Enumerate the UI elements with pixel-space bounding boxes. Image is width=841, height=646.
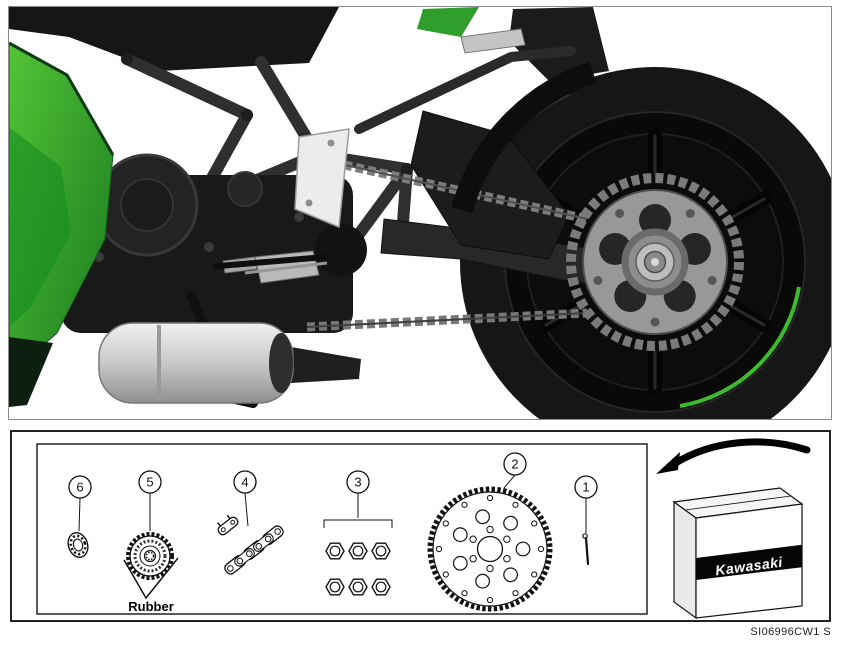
- green-fairing: [9, 41, 115, 407]
- brand-band: [696, 544, 802, 580]
- rider-footpeg-assembly: [200, 250, 328, 284]
- motorcycle-illustration-frame: [8, 6, 832, 420]
- callout-2-number: 2: [511, 457, 518, 472]
- callout-4: 4: [233, 470, 257, 527]
- callout-2: 2: [503, 452, 527, 489]
- callout-6: 6: [68, 475, 92, 532]
- callout-5: 5: [138, 470, 162, 531]
- part-rear-sprocket: [427, 486, 553, 612]
- part-engine-sprocket: [126, 532, 174, 580]
- figure-code: SI06996CW1 S: [750, 626, 831, 638]
- pillion-footpeg: [460, 28, 526, 54]
- rubber-pointer-lines: [123, 557, 179, 600]
- callout-4-number: 4: [241, 475, 248, 490]
- kit-arrow: [656, 438, 811, 474]
- upper-bodywork: [9, 7, 339, 71]
- pillion-bracket: [509, 7, 609, 81]
- part-chain-joint: [217, 514, 284, 575]
- parts-tray-outline: [36, 443, 648, 615]
- rear-sprocket-assembly: [582, 189, 728, 335]
- part-joint-pin: [582, 533, 590, 566]
- engine-block: [61, 153, 353, 333]
- callout-1: 1: [574, 475, 598, 533]
- chain-on-sprocket: [566, 173, 744, 351]
- heel-guard-plate: [294, 128, 350, 229]
- part-lock-washer: [67, 532, 89, 558]
- kit-box: Kawasaki: [672, 487, 804, 620]
- callout-3-number: 3: [354, 475, 361, 490]
- drive-chain: [306, 152, 588, 332]
- exhaust-muffler: [98, 322, 361, 404]
- green-seat-trim: [417, 7, 479, 37]
- part-sprocket-nuts: [325, 542, 391, 596]
- rear-hugger: [451, 61, 597, 213]
- callout-5-number: 5: [146, 475, 153, 490]
- green-rim-stripe: [679, 286, 801, 408]
- rubber-label: Rubber: [128, 599, 174, 614]
- parts-diagram: 6 5: [36, 438, 811, 620]
- motorcycle-illustration: [9, 7, 831, 419]
- callout-1-number: 1: [582, 480, 589, 495]
- front-sprocket-cover: [315, 224, 367, 276]
- parts-diagram-frame: 6 5: [10, 430, 831, 622]
- callout-6-number: 6: [76, 480, 83, 495]
- callout-3: 3: [323, 470, 393, 528]
